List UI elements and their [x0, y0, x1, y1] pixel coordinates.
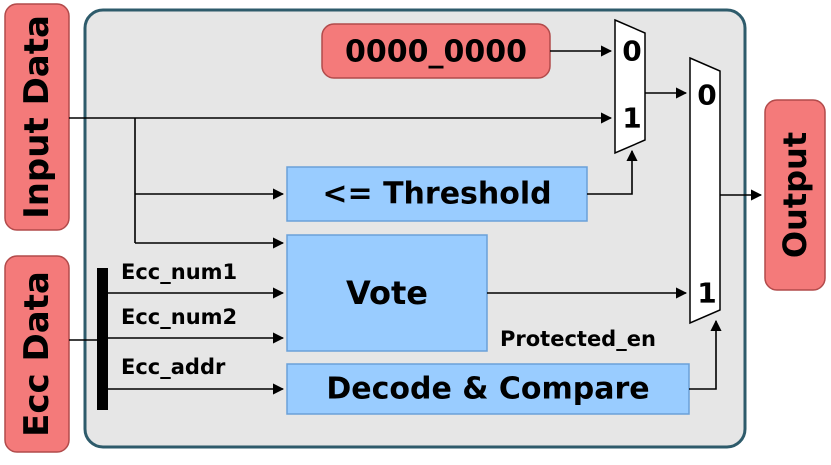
- ecc-data-label: Ecc Data: [17, 271, 57, 437]
- output-box: Output: [764, 99, 826, 291]
- wire-protected-en: [689, 319, 722, 390]
- decode-compare-block: Decode & Compare: [286, 363, 690, 415]
- zero-constant-box: 0000_0000: [321, 23, 551, 79]
- ecc-bus-bar: [97, 268, 108, 410]
- protected-en-label: Protected_en: [500, 327, 656, 351]
- ecc-num1-label: Ecc_num1: [121, 260, 237, 284]
- mux-1-input-0: 0: [622, 35, 641, 68]
- decode-compare-label: Decode & Compare: [326, 372, 649, 407]
- threshold-block: <= Threshold: [286, 166, 588, 222]
- ecc-num2-label: Ecc_num2: [121, 305, 237, 329]
- input-data-box: Input Data: [4, 3, 70, 231]
- mux-2-input-1: 1: [697, 277, 716, 310]
- mux-2: 0 1: [689, 56, 721, 325]
- wire-threshold-to-mux1-select: [587, 149, 638, 195]
- wires: [69, 45, 763, 395]
- zero-constant-label: 0000_0000: [345, 35, 527, 70]
- vote-block: Vote: [286, 234, 488, 352]
- threshold-label: <= Threshold: [322, 177, 551, 212]
- mux-2-input-0: 0: [697, 79, 716, 112]
- vote-label: Vote: [346, 274, 428, 312]
- output-label: Output: [776, 132, 814, 258]
- ecc-data-box: Ecc Data: [4, 255, 70, 453]
- ecc-addr-label: Ecc_addr: [121, 355, 226, 379]
- input-data-label: Input Data: [17, 15, 57, 219]
- mux-1-input-1: 1: [622, 102, 641, 135]
- mux-1: 0 1: [614, 18, 646, 155]
